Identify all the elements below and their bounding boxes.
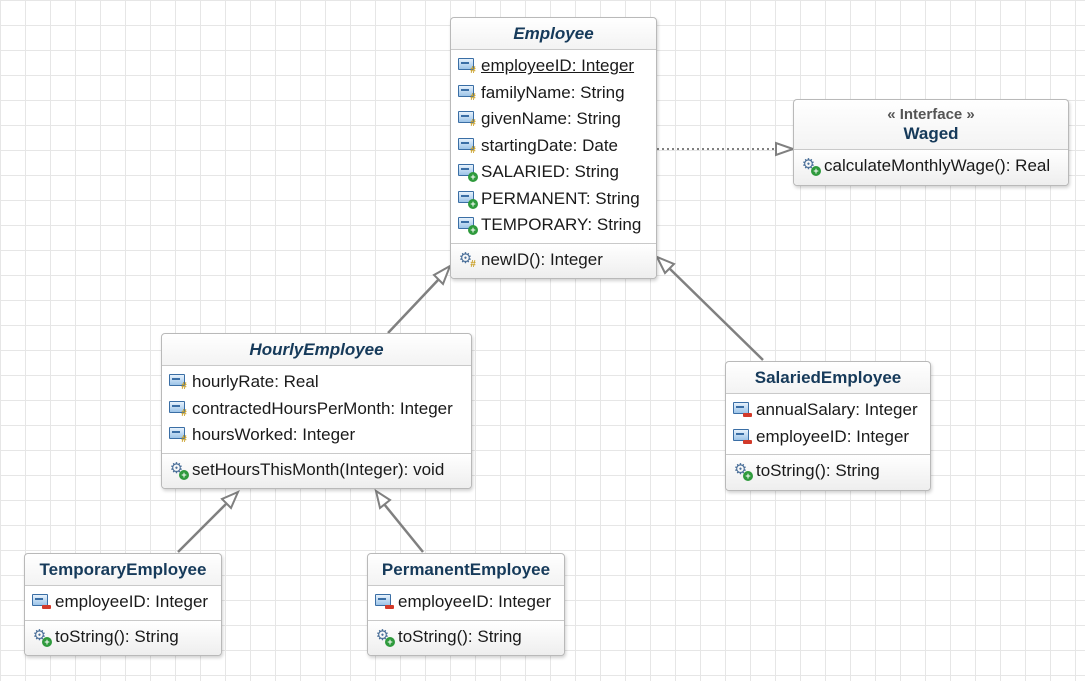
attribute-text: TEMPORARY: String: [481, 215, 642, 235]
class-header: « Interface » Waged: [794, 100, 1068, 150]
attribute-row[interactable]: #employeeID: Integer: [451, 53, 656, 80]
operation-text: toString(): String: [756, 461, 880, 481]
operation-text: toString(): String: [398, 626, 522, 646]
class-employee[interactable]: Employee #employeeID: Integer#familyName…: [450, 17, 657, 279]
class-header: HourlyEmployee: [162, 334, 471, 366]
field-public-icon: +: [458, 162, 478, 183]
operation-text: toString(): String: [55, 626, 179, 646]
class-name: TemporaryEmployee: [39, 560, 207, 579]
operation-row[interactable]: ⚙+calculateMonthlyWage(): Real: [794, 153, 1068, 180]
attribute-text: hoursWorked: Integer: [192, 425, 356, 445]
attribute-text: annualSalary: Integer: [756, 400, 918, 420]
attribute-row[interactable]: #startingDate: Date: [451, 133, 656, 160]
attributes-compartment: #employeeID: Integer#familyName: String#…: [451, 50, 656, 244]
attribute-text: employeeID: Integer: [481, 56, 635, 76]
attribute-text: PERMANENT: String: [481, 188, 640, 208]
method-public-icon: ⚙+: [32, 627, 52, 647]
class-name: Employee: [513, 24, 594, 43]
generalization-salaried-employee[interactable]: [654, 255, 764, 361]
stereotype-label: « Interface »: [887, 106, 975, 123]
operations-compartment: ⚙+toString(): String: [368, 620, 564, 655]
field-private-icon: [375, 592, 394, 612]
attribute-text: employeeID: Integer: [55, 592, 209, 612]
attribute-row[interactable]: +PERMANENT: String: [451, 186, 656, 213]
operation-row[interactable]: ⚙#newID(): Integer: [451, 247, 656, 274]
attribute-text: employeeID: Integer: [398, 592, 552, 612]
operation-row[interactable]: ⚙+setHoursThisMonth(Integer): void: [162, 457, 471, 484]
class-salaried-employee[interactable]: SalariedEmployee annualSalary: Integer em…: [725, 361, 931, 491]
generalization-permanent-hourly[interactable]: [374, 488, 424, 553]
attribute-text: startingDate: Date: [481, 135, 619, 155]
generalization-temporary-hourly[interactable]: [177, 490, 240, 553]
field-protected-icon: #: [458, 136, 476, 156]
attribute-row[interactable]: #hoursWorked: Integer: [162, 422, 471, 449]
attribute-row[interactable]: employeeID: Integer: [726, 424, 930, 451]
field-protected-icon: #: [169, 425, 187, 445]
field-private-icon: [32, 592, 51, 612]
class-name: PermanentEmployee: [381, 560, 551, 579]
field-private-icon: [733, 427, 752, 447]
attribute-text: familyName: String: [481, 82, 625, 102]
attribute-row[interactable]: #givenName: String: [451, 106, 656, 133]
realization-employee-waged[interactable]: [657, 141, 797, 157]
field-protected-icon: #: [458, 109, 476, 129]
attribute-text: hourlyRate: Real: [192, 372, 319, 392]
operations-compartment: ⚙+setHoursThisMonth(Integer): void: [162, 453, 471, 488]
field-private-icon: [733, 400, 752, 420]
generalization-hourly-employee[interactable]: [387, 263, 452, 334]
operation-text: calculateMonthlyWage(): Real: [824, 156, 1051, 176]
operation-row[interactable]: ⚙+toString(): String: [368, 624, 564, 651]
attribute-row[interactable]: employeeID: Integer: [368, 589, 564, 616]
attributes-compartment: #hourlyRate: Real#contractedHoursPerMont…: [162, 366, 471, 454]
attribute-text: SALARIED: String: [481, 162, 619, 182]
class-header: TemporaryEmployee: [25, 554, 221, 586]
attributes-compartment: employeeID: Integer: [368, 586, 564, 621]
class-header: SalariedEmployee: [726, 362, 930, 394]
attribute-row[interactable]: #contractedHoursPerMonth: Integer: [162, 396, 471, 423]
method-public-icon: ⚙+: [169, 460, 189, 480]
operations-compartment: ⚙+calculateMonthlyWage(): Real: [794, 150, 1068, 185]
attribute-text: givenName: String: [481, 109, 621, 129]
class-temporary-employee[interactable]: TemporaryEmployee employeeID: Integer ⚙+…: [24, 553, 222, 656]
attribute-row[interactable]: annualSalary: Integer: [726, 397, 930, 424]
interface-waged[interactable]: « Interface » Waged ⚙+calculateMonthlyWa…: [793, 99, 1069, 186]
class-header: Employee: [451, 18, 656, 50]
operation-row[interactable]: ⚙+toString(): String: [25, 624, 221, 651]
method-public-icon: ⚙+: [801, 156, 821, 177]
field-protected-icon: #: [169, 399, 187, 419]
attribute-row[interactable]: employeeID: Integer: [25, 589, 221, 616]
method-protected-icon: ⚙#: [458, 249, 476, 270]
class-header: PermanentEmployee: [368, 554, 564, 586]
attribute-text: employeeID: Integer: [756, 426, 910, 446]
class-name: Waged: [903, 124, 959, 143]
operation-row[interactable]: ⚙+toString(): String: [726, 458, 930, 485]
attributes-compartment: annualSalary: Integer employeeID: Integer: [726, 394, 930, 455]
attribute-row[interactable]: #hourlyRate: Real: [162, 369, 471, 396]
field-public-icon: +: [458, 215, 478, 236]
field-protected-icon: #: [458, 56, 476, 76]
operations-compartment: ⚙+toString(): String: [726, 455, 930, 490]
method-public-icon: ⚙+: [375, 627, 395, 647]
operation-text: setHoursThisMonth(Integer): void: [192, 459, 445, 479]
operation-text: newID(): Integer: [481, 249, 603, 269]
class-name: SalariedEmployee: [754, 368, 902, 387]
field-public-icon: +: [458, 189, 478, 209]
class-permanent-employee[interactable]: PermanentEmployee employeeID: Integer ⚙+…: [367, 553, 565, 656]
method-public-icon: ⚙+: [733, 461, 753, 482]
class-name: HourlyEmployee: [249, 340, 384, 359]
attribute-row[interactable]: +SALARIED: String: [451, 159, 656, 186]
field-protected-icon: #: [169, 372, 187, 392]
operations-compartment: ⚙+toString(): String: [25, 620, 221, 655]
class-hourly-employee[interactable]: HourlyEmployee #hourlyRate: Real#contrac…: [161, 333, 472, 489]
attribute-row[interactable]: +TEMPORARY: String: [451, 212, 656, 239]
attribute-row[interactable]: #familyName: String: [451, 80, 656, 107]
attribute-text: contractedHoursPerMonth: Integer: [192, 398, 453, 418]
attributes-compartment: employeeID: Integer: [25, 586, 221, 621]
operations-compartment: ⚙#newID(): Integer: [451, 243, 656, 278]
field-protected-icon: #: [458, 83, 476, 103]
